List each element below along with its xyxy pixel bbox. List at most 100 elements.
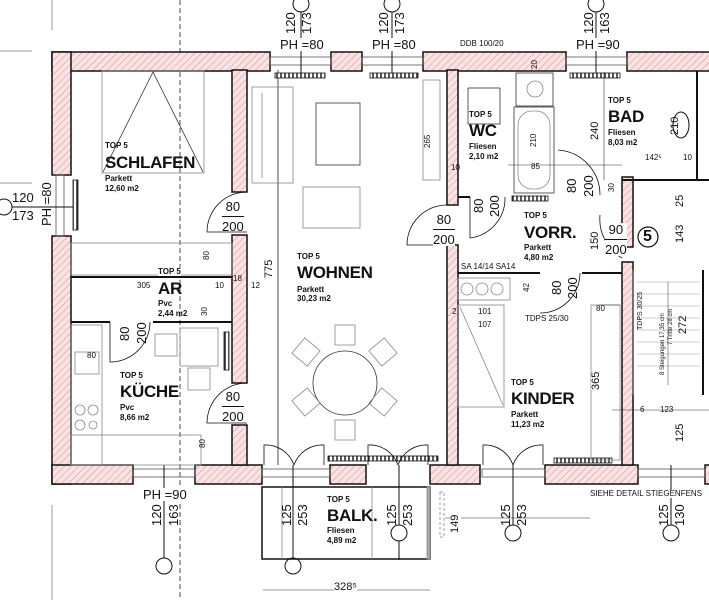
window-height: 163 bbox=[597, 12, 612, 34]
window-sill: 125 bbox=[656, 504, 671, 526]
room-name: KÜCHE bbox=[120, 382, 179, 401]
door-height: 200 bbox=[134, 322, 149, 344]
dimension: 123 bbox=[660, 405, 674, 414]
door-height: 200 bbox=[222, 219, 244, 234]
door-width: 80 bbox=[433, 213, 455, 230]
room-unit: TOP 5 bbox=[511, 378, 534, 387]
room-area: 8,03 m2 bbox=[608, 138, 638, 147]
room-floor: Pvc bbox=[158, 299, 173, 308]
dimension: 80 bbox=[202, 251, 211, 260]
room-floor: Fliesen bbox=[469, 142, 497, 151]
door-height: 200 bbox=[433, 232, 455, 247]
room-unit: TOP 5 bbox=[297, 252, 320, 261]
window-sill: 120 bbox=[581, 12, 596, 34]
dimension: 10 bbox=[451, 163, 460, 172]
dimension: 305 bbox=[137, 281, 151, 290]
room-floor: Parkett bbox=[297, 285, 325, 294]
door-width: 80 bbox=[564, 178, 579, 193]
sa-label: SA 14/14 SA14 bbox=[461, 262, 516, 271]
room-floor: Fliesen bbox=[327, 526, 355, 535]
window-height: 163 bbox=[166, 504, 181, 526]
window-sill: 120 bbox=[376, 12, 391, 34]
room-unit: TOP 5 bbox=[469, 110, 492, 119]
dimension: 775 bbox=[263, 259, 275, 278]
room-name: SCHLAFEN bbox=[105, 153, 196, 172]
dimension: 6 bbox=[640, 405, 645, 414]
dimension: 85 bbox=[531, 162, 540, 171]
room-area: 12,60 m2 bbox=[105, 184, 139, 193]
door-height: 200 bbox=[565, 277, 580, 299]
window-height: 173 bbox=[299, 12, 314, 34]
room-floor: Pvc bbox=[120, 403, 135, 412]
stair-window-note: SIEHE DETAIL STIEGENFENS bbox=[590, 489, 703, 498]
door-width: 80 bbox=[222, 200, 244, 217]
dimension: 265 bbox=[423, 134, 432, 148]
door-width: 80 bbox=[549, 280, 564, 295]
window-ph: PH =90 bbox=[143, 487, 187, 502]
window-sill: 120 bbox=[149, 504, 164, 526]
window-height: 253 bbox=[400, 504, 415, 526]
door-swings bbox=[109, 149, 623, 466]
room-name: BALK. bbox=[327, 506, 378, 525]
room-floor: Parkett bbox=[511, 410, 539, 419]
dimension: 42 bbox=[522, 283, 531, 292]
room-unit: TOP 5 bbox=[105, 141, 128, 150]
door-height: 200 bbox=[222, 409, 244, 424]
room-unit: TOP 5 bbox=[608, 96, 631, 105]
room-name: AR bbox=[158, 279, 182, 298]
room-name: KINDER bbox=[511, 389, 575, 408]
window-ph: PH =90 bbox=[576, 37, 620, 52]
room-name: BAD bbox=[608, 107, 644, 126]
dimension: 143 bbox=[674, 224, 686, 243]
dimension: 30 bbox=[200, 307, 209, 316]
stair-label: 8 Steigungen 17,35 cm bbox=[660, 313, 666, 375]
dimension: 10 bbox=[215, 281, 224, 290]
room-area: 8,66 m2 bbox=[120, 413, 150, 422]
door-height: 200 bbox=[605, 242, 627, 257]
dimension: 142⁵ bbox=[645, 153, 662, 162]
tdps-label: TDPS 25/30 bbox=[525, 314, 569, 323]
dimension: 80 bbox=[198, 439, 207, 448]
dimension: 10 bbox=[683, 153, 692, 162]
window-sill: 125 bbox=[498, 504, 513, 526]
dimension: 101 bbox=[478, 307, 492, 316]
window-height: 253 bbox=[295, 504, 310, 526]
dimension: 328⁵ bbox=[334, 581, 357, 593]
room-floor: Parkett bbox=[105, 174, 133, 183]
dimension: 18 bbox=[233, 274, 242, 283]
room-unit: TOP 5 bbox=[120, 371, 143, 380]
dimension: 20 bbox=[530, 60, 539, 69]
room-area: 4,80 m2 bbox=[524, 253, 554, 262]
window-sill: 120 bbox=[283, 12, 298, 34]
dimension: 2 bbox=[452, 307, 457, 316]
dimension: 365 bbox=[590, 371, 602, 390]
room-area: 4,89 m2 bbox=[327, 536, 357, 545]
room-area: 2,10 m2 bbox=[469, 152, 499, 161]
dimension: 272 bbox=[677, 315, 689, 334]
room-floor: Parkett bbox=[524, 243, 552, 252]
door-height: 200 bbox=[487, 195, 502, 217]
room-area: 30,23 m2 bbox=[297, 294, 331, 303]
window-height: 173 bbox=[392, 12, 407, 34]
window-ph: PH =80 bbox=[280, 37, 324, 52]
window-height: 130 bbox=[672, 504, 687, 526]
dimension: 80 bbox=[87, 351, 96, 360]
dimension: 30 bbox=[607, 183, 616, 192]
room-unit: TOP 5 bbox=[327, 495, 350, 504]
room-unit: TOP 5 bbox=[524, 211, 547, 220]
room-area: 11,23 m2 bbox=[511, 420, 545, 429]
dimension: 210 bbox=[529, 133, 538, 147]
room-name: WOHNEN bbox=[297, 263, 373, 282]
room-unit: TOP 5 bbox=[158, 267, 181, 276]
unit-number-circle bbox=[637, 226, 659, 248]
unit-number: 5 bbox=[643, 228, 652, 245]
door-width: 80 bbox=[471, 198, 486, 213]
lintel-label: DDB 100/20 bbox=[460, 39, 504, 48]
door-height: 200 bbox=[581, 175, 596, 197]
stair bbox=[263, 72, 709, 591]
